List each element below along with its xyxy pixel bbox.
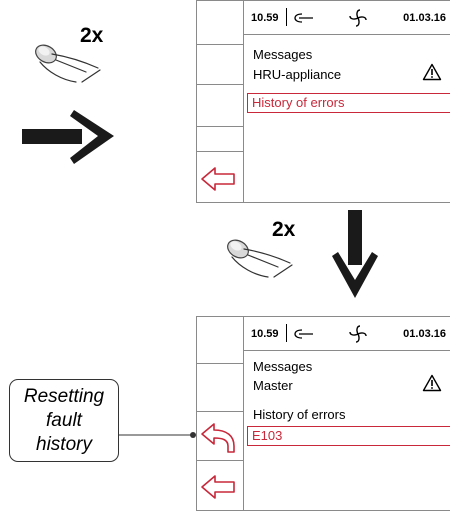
press-count-label-1: 2x	[80, 24, 104, 47]
callout-line-3: history	[36, 434, 92, 455]
error-code-item[interactable]: E103	[247, 426, 450, 446]
back-button[interactable]	[197, 461, 243, 512]
softkey-column	[197, 317, 244, 510]
warning-icon	[422, 63, 442, 81]
status-divider	[286, 8, 287, 26]
callout-leader-line	[119, 432, 196, 438]
menu-title: Messages	[253, 359, 313, 374]
softkey-column	[197, 1, 244, 202]
display-screen-1: 10.59 01.03.16 Messages HRU-appliance Hi…	[243, 1, 450, 202]
reset-button[interactable]	[197, 412, 243, 461]
menu-subtitle: HRU-appliance	[253, 67, 342, 82]
status-bar: 10.59 01.03.16	[243, 317, 450, 351]
back-arrow-icon	[201, 167, 235, 191]
device-panel-2: 10.59 01.03.16 Messages Master History o…	[196, 316, 450, 511]
back-arrow-icon	[201, 475, 235, 499]
softkey-4[interactable]	[197, 127, 243, 152]
softkey-2[interactable]	[197, 45, 243, 85]
status-divider	[286, 324, 287, 342]
press-count-label-2: 2x	[272, 218, 296, 241]
date-label: 01.03.16	[403, 12, 446, 24]
menu-subtitle: Master	[253, 378, 293, 393]
softkey-3[interactable]	[197, 85, 243, 127]
arrow-down-icon	[332, 210, 378, 298]
fan-icon	[349, 9, 367, 27]
softkey-2[interactable]	[197, 364, 243, 412]
softkey-1[interactable]	[197, 317, 243, 364]
connection-icon	[294, 13, 313, 23]
time-label: 10.59	[251, 12, 279, 24]
reset-arrow-icon	[201, 423, 235, 453]
date-label: 01.03.16	[403, 328, 446, 340]
status-bar: 10.59 01.03.16	[243, 1, 450, 35]
history-of-errors-label: History of errors	[253, 407, 346, 422]
callout-bubble: Resetting fault history	[9, 379, 119, 462]
callout-line-1: Resetting	[23, 386, 105, 407]
fan-icon	[349, 325, 367, 343]
press-hand-icon	[227, 239, 293, 278]
connection-icon	[294, 329, 313, 339]
softkey-1[interactable]	[197, 1, 243, 45]
display-screen-2: 10.59 01.03.16 Messages Master History o…	[243, 317, 450, 510]
history-of-errors-item[interactable]: History of errors	[247, 93, 450, 113]
arrow-right-icon	[22, 110, 114, 164]
back-button[interactable]	[197, 152, 243, 204]
device-panel-1: 10.59 01.03.16 Messages HRU-appliance Hi…	[196, 0, 450, 203]
menu-title: Messages	[253, 47, 313, 62]
warning-icon	[422, 374, 442, 392]
callout-line-2: fault	[46, 410, 82, 431]
time-label: 10.59	[251, 328, 279, 340]
press-hand-icon	[35, 44, 101, 83]
